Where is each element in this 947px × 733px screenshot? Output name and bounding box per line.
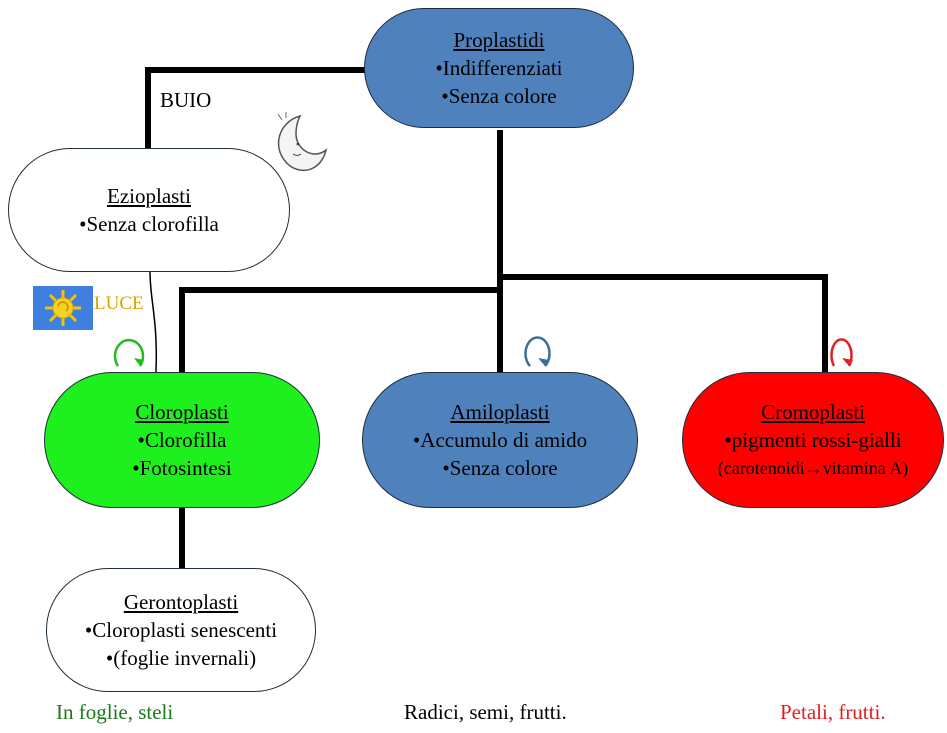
node-ezioplasti: Ezioplasti •Senza clorofilla	[8, 148, 290, 272]
node-gerontoplasti-title: Gerontoplasti	[123, 590, 239, 614]
node-cromoplasti-title: Cromoplasti	[761, 400, 865, 424]
cycle-arrow-blue-head	[538, 358, 549, 366]
node-cloroplasti-title: Cloroplasti	[135, 400, 229, 424]
node-ezioplasti-title: Ezioplasti	[107, 184, 191, 208]
label-dark: BUIO	[160, 88, 212, 112]
node-amiloplasti-line2: •Senza colore	[442, 456, 558, 480]
connector-cloroplasti	[179, 287, 500, 372]
cycle-arrow-red-head	[842, 358, 853, 366]
node-cloroplasti-line1: •Clorofilla	[137, 428, 227, 452]
label-light: LUCE	[94, 293, 144, 314]
cycle-arrow-blue-icon	[524, 336, 551, 367]
footer-petals: Petali, frutti.	[780, 700, 886, 724]
connector-cromoplasti	[500, 274, 828, 372]
cycle-arrow-green-icon	[113, 338, 145, 367]
connector-ezioplasti-cloroplasti	[149, 271, 158, 373]
sun-icon	[33, 286, 93, 330]
node-cromoplasti-line2: (carotenoidi→vitamina A)	[717, 458, 909, 478]
node-amiloplasti-title: Amiloplasti	[450, 400, 550, 424]
node-ezioplasti-line1: •Senza clorofilla	[79, 212, 219, 236]
node-proplastidi-line2: •Senza colore	[441, 84, 557, 108]
node-proplastidi-line1: •Indifferenziati	[435, 56, 563, 80]
node-gerontoplasti-line1: •Cloroplasti senescenti	[84, 618, 278, 642]
node-proplastidi-title: Proplastidi	[453, 28, 545, 52]
node-cloroplasti: Cloroplasti •Clorofilla •Fotosintesi	[44, 372, 320, 508]
moon-icon	[277, 112, 328, 171]
cycle-arrow-red-icon	[830, 338, 853, 367]
node-cromoplasti-line1: •pigmenti rossi-gialli	[724, 428, 902, 452]
node-cromoplasti: Cromoplasti •pigmenti rossi-gialli (caro…	[682, 372, 944, 508]
node-amiloplasti-line1: •Accumulo di amido	[412, 428, 588, 452]
node-gerontoplasti-line2: •(foglie invernali)	[105, 646, 257, 670]
cycle-arrow-green-head	[134, 358, 144, 366]
connector-proplastidi-ezioplasti	[145, 67, 368, 150]
footer-leaves: In foglie, steli	[56, 700, 174, 724]
node-cloroplasti-line2: •Fotosintesi	[132, 456, 232, 480]
node-gerontoplasti: Gerontoplasti •Cloroplasti senescenti •(…	[46, 568, 316, 692]
node-amiloplasti: Amiloplasti •Accumulo di amido •Senza co…	[362, 372, 638, 508]
footer-roots: Radici, semi, frutti.	[404, 700, 567, 724]
node-proplastidi: Proplastidi •Indifferenziati •Senza colo…	[364, 8, 634, 128]
